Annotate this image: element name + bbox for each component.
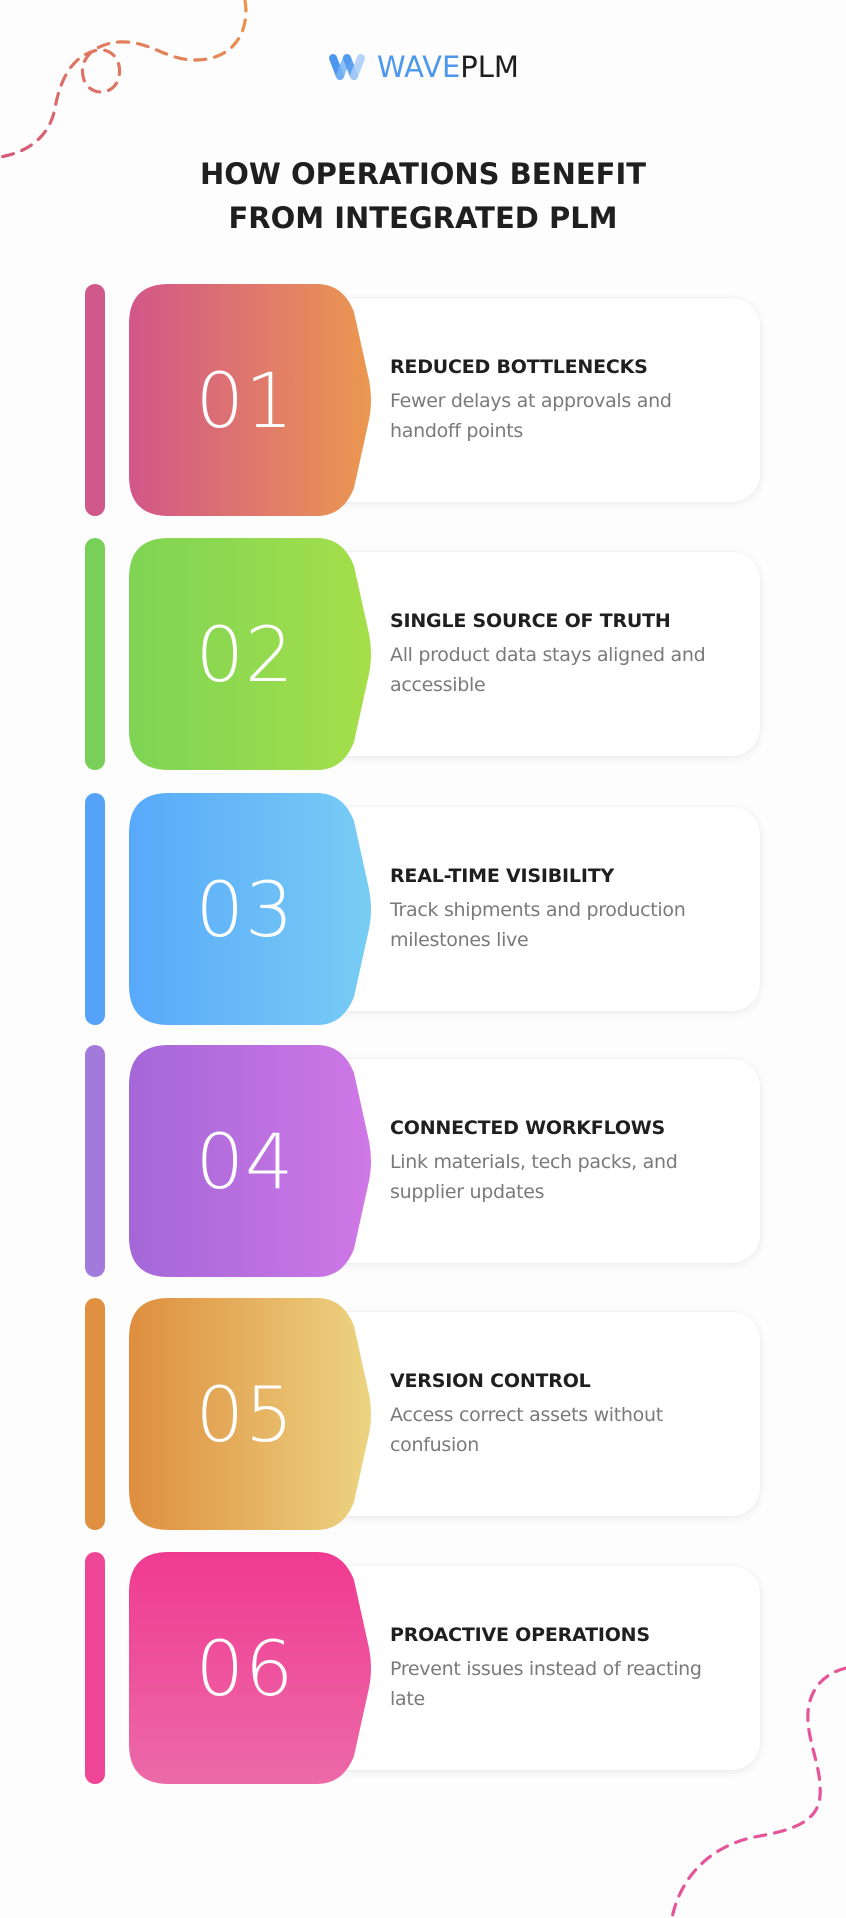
benefit-description: All product data stays aligned and acces…	[390, 644, 706, 696]
number-badge: 02	[129, 538, 372, 770]
benefit-item-04: 04 CONNECTED WORKFLOWS Link materials, t…	[0, 1045, 846, 1277]
item-number: 02	[195, 609, 295, 699]
accent-bar	[85, 284, 105, 516]
benefit-text: CONNECTED WORKFLOWS Link materials, tech…	[390, 1045, 730, 1277]
number-badge: 03	[129, 793, 372, 1025]
page-title-line-1: HOW OPERATIONS BENEFIT	[199, 157, 647, 191]
benefit-description: Link materials, tech packs, and supplier…	[390, 1151, 678, 1203]
item-number: 05	[195, 1369, 295, 1459]
badge-shape-icon	[129, 1045, 371, 1277]
number-badge: 05	[129, 1298, 372, 1530]
number-badge: 06	[129, 1552, 372, 1784]
benefit-description: Access correct assets without confusion	[390, 1404, 663, 1456]
number-badge: 04	[129, 1045, 372, 1277]
badge-shape-icon	[129, 1552, 371, 1784]
accent-bar	[85, 538, 105, 770]
benefit-description: Track shipments and production milestone…	[390, 899, 686, 951]
benefit-heading: REDUCED BOTTLENECKS	[390, 356, 648, 378]
brand-name: WAVEPLM	[377, 50, 519, 84]
badge-shape-icon	[129, 1298, 371, 1530]
benefit-heading: CONNECTED WORKFLOWS	[390, 1117, 666, 1139]
item-number: 06	[195, 1623, 295, 1713]
benefit-heading: REAL-TIME VISIBILITY	[390, 865, 615, 887]
item-number: 04	[195, 1116, 295, 1206]
benefit-heading: SINGLE SOURCE OF TRUTH	[390, 610, 671, 632]
brand-name-wave: WAVE	[377, 50, 461, 84]
benefit-item-01: 01 REDUCED BOTTLENECKS Fewer delays at a…	[0, 284, 846, 516]
brand-logo: WAVEPLM	[0, 50, 846, 84]
badge-shape-icon	[129, 538, 371, 770]
badge-shape-icon	[129, 284, 371, 516]
benefit-item-06: 06 PROACTIVE OPERATIONS Prevent issues i…	[0, 1552, 846, 1784]
benefit-heading: PROACTIVE OPERATIONS	[390, 1624, 650, 1646]
benefit-description: Prevent issues instead of reacting late	[390, 1658, 702, 1710]
number-badge: 01	[129, 284, 372, 516]
badge-shape-icon	[129, 793, 371, 1025]
page-title-line-2: FROM INTEGRATED PLM	[228, 201, 618, 235]
benefit-text: SINGLE SOURCE OF TRUTH All product data …	[390, 538, 730, 770]
benefit-item-02: 02 SINGLE SOURCE OF TRUTH All product da…	[0, 538, 846, 770]
accent-bar	[85, 1298, 105, 1530]
benefit-item-03: 03 REAL-TIME VISIBILITY Track shipments …	[0, 793, 846, 1025]
brand-name-plm: PLM	[460, 50, 519, 84]
item-number: 01	[195, 355, 295, 445]
benefit-item-05: 05 VERSION CONTROL Access correct assets…	[0, 1298, 846, 1530]
accent-bar	[85, 1552, 105, 1784]
benefit-text: REDUCED BOTTLENECKS Fewer delays at appr…	[390, 284, 730, 516]
benefit-text: REAL-TIME VISIBILITY Track shipments and…	[390, 793, 730, 1025]
accent-bar	[85, 793, 105, 1025]
benefit-text: PROACTIVE OPERATIONS Prevent issues inst…	[390, 1552, 730, 1784]
benefit-description: Fewer delays at approvals and handoff po…	[390, 390, 672, 442]
accent-bar	[85, 1045, 105, 1277]
page-title: HOW OPERATIONS BENEFIT FROM INTEGRATED P…	[0, 152, 846, 240]
item-number: 03	[195, 864, 295, 954]
benefit-heading: VERSION CONTROL	[390, 1370, 591, 1392]
wave-w-logo-icon	[329, 54, 366, 80]
benefit-text: VERSION CONTROL Access correct assets wi…	[390, 1298, 730, 1530]
